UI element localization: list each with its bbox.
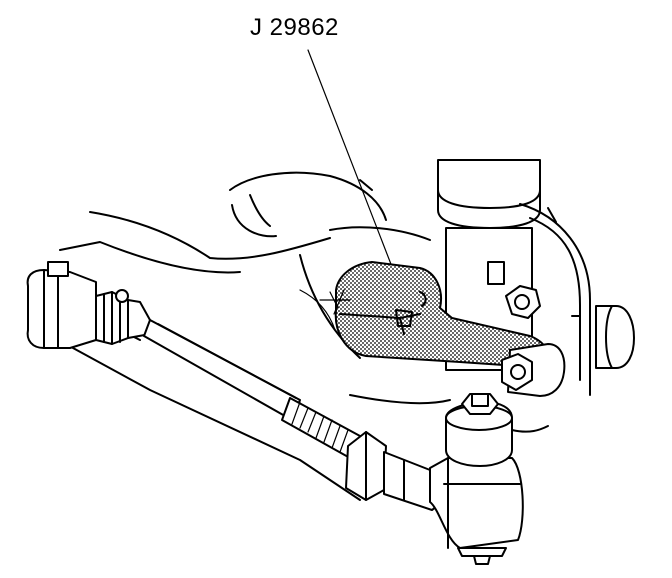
tool-callout-label: J 29862 xyxy=(250,14,339,41)
steering-linkage xyxy=(26,261,443,511)
tie-rod-end xyxy=(429,393,549,565)
lower-bolt xyxy=(501,343,566,397)
puller-tool xyxy=(319,261,550,369)
callout-leader-line xyxy=(307,49,395,273)
